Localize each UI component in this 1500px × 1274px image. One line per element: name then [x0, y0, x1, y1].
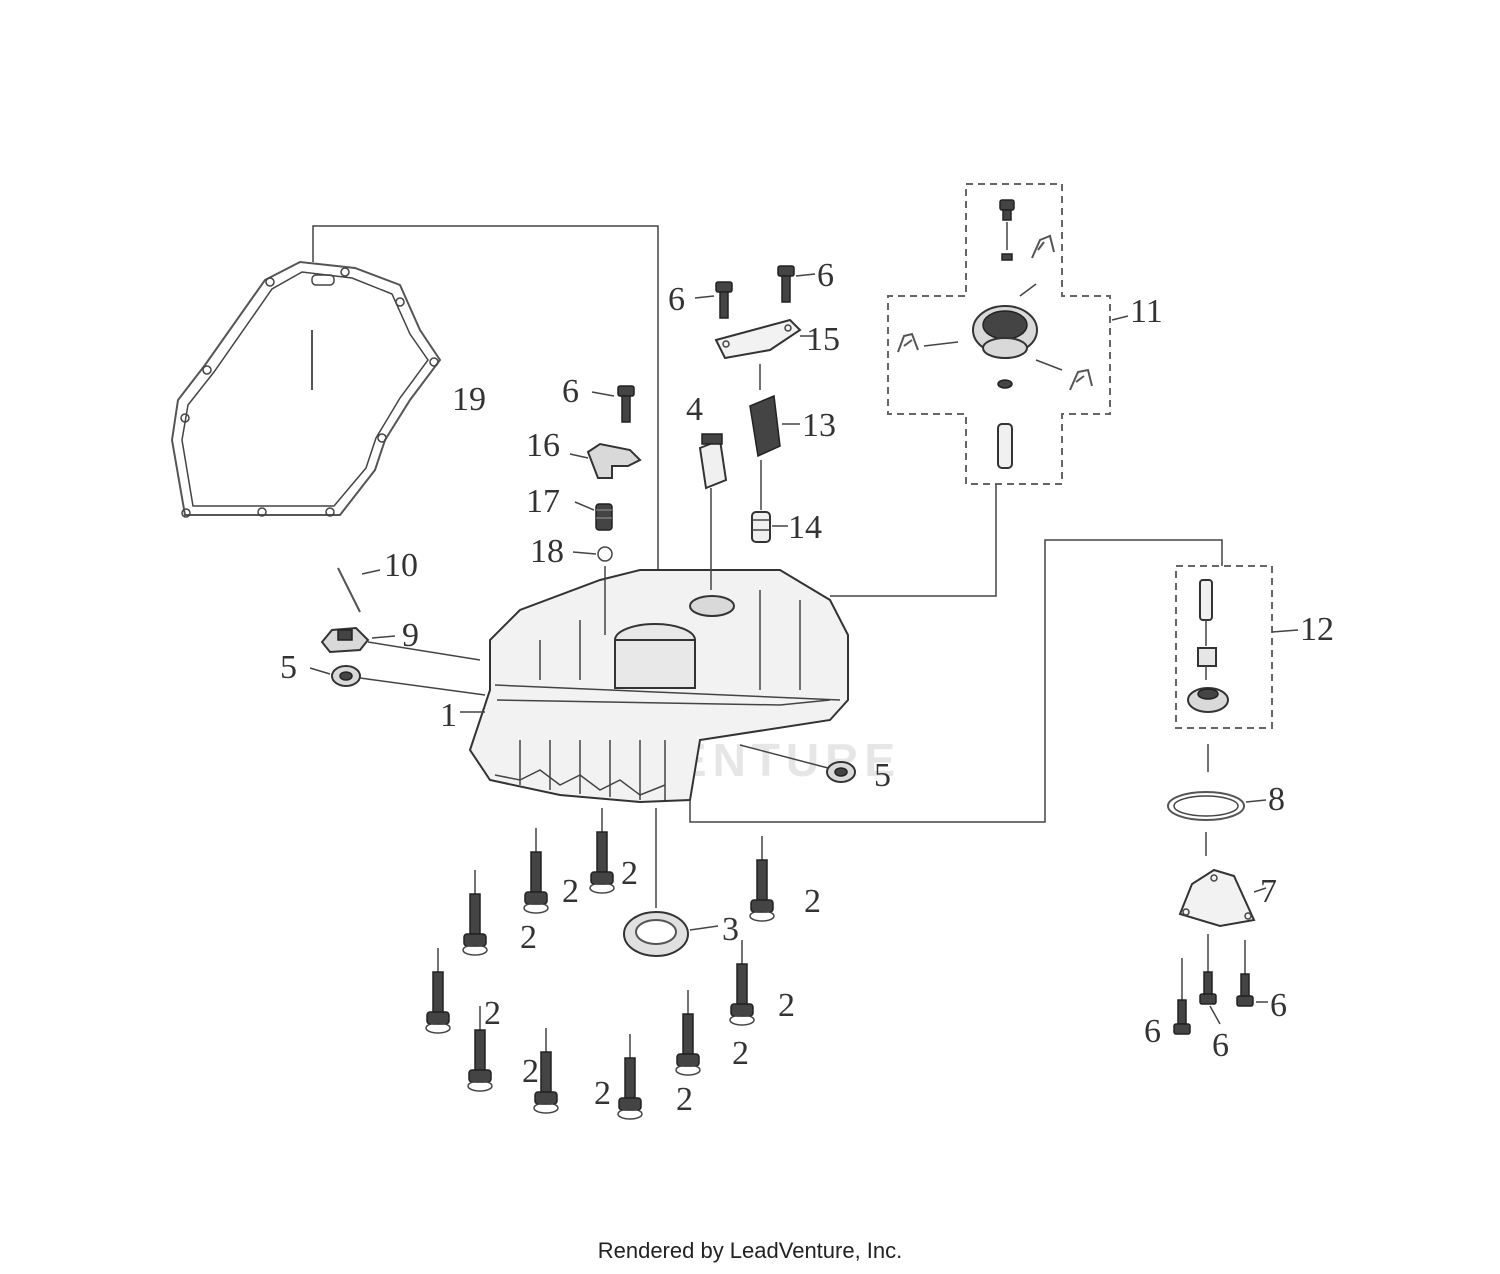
callout-1: 1 [440, 697, 457, 734]
callout-2-g: 2 [732, 1035, 749, 1072]
callout-9: 9 [402, 617, 419, 654]
bolt-2[interactable] [617, 1034, 643, 1120]
seal-5-left[interactable] [331, 665, 361, 687]
bolt-2[interactable] [523, 828, 549, 914]
bolt-6-cover-b[interactable] [1199, 934, 1217, 1005]
bolt-2[interactable] [533, 1028, 559, 1114]
bolt-6-top-right[interactable] [777, 265, 795, 303]
callout-3: 3 [722, 911, 739, 948]
callout-12: 12 [1300, 611, 1334, 648]
callout-6-f: 6 [1270, 987, 1287, 1024]
part-4[interactable] [698, 433, 728, 490]
bolt-group-2[interactable] [425, 808, 775, 1120]
bolt-6-cover-c[interactable] [1236, 940, 1254, 1007]
callout-2-a: 2 [621, 855, 638, 892]
callout-18: 18 [530, 533, 564, 570]
reed-13[interactable] [749, 394, 781, 458]
cover-7[interactable] [1178, 868, 1256, 928]
footer-credit: Rendered by LeadVenture, Inc. [597, 1238, 903, 1263]
callout-2-d: 2 [520, 919, 537, 956]
callout-5-right: 5 [874, 757, 891, 794]
callout-11: 11 [1130, 293, 1163, 330]
crankcase-1[interactable] [468, 569, 849, 804]
callout-17: 17 [526, 483, 560, 520]
bolt-2[interactable] [749, 836, 775, 922]
oil-seal-3[interactable] [623, 911, 689, 957]
callout-15: 15 [806, 321, 840, 358]
breather-16[interactable] [586, 442, 642, 479]
callout-8: 8 [1268, 781, 1285, 818]
pump-assembly-12[interactable] [1175, 565, 1273, 729]
valve-14[interactable] [751, 511, 771, 543]
gasket-19[interactable] [170, 260, 442, 518]
callout-2-j: 2 [676, 1081, 693, 1118]
callout-13: 13 [802, 407, 836, 444]
bolt-2[interactable] [675, 990, 701, 1076]
callout-7: 7 [1260, 873, 1277, 910]
callout-16: 16 [526, 427, 560, 464]
callout-6-c: 6 [562, 373, 579, 410]
governor-assembly-11[interactable] [887, 183, 1111, 485]
callout-6-e: 6 [1212, 1027, 1229, 1064]
callout-5-left: 5 [280, 649, 297, 686]
spring-17[interactable] [595, 503, 613, 531]
callout-10: 10 [384, 547, 418, 584]
bolt-2[interactable] [425, 948, 451, 1034]
callouts: 1 2 2 2 2 2 2 2 2 2 2 3 4 5 5 6 6 6 6 6 … [280, 257, 1334, 1118]
bolt-2[interactable] [589, 808, 615, 894]
plate-15[interactable] [714, 318, 802, 360]
bolt-6-top-left[interactable] [715, 281, 733, 319]
callout-19: 19 [452, 381, 486, 418]
dipstick-10[interactable] [337, 567, 361, 613]
callout-2-f: 2 [484, 995, 501, 1032]
callout-2-b: 2 [562, 873, 579, 910]
callout-2-i: 2 [594, 1075, 611, 1112]
callout-2-e: 2 [778, 987, 795, 1024]
callout-2-h: 2 [522, 1053, 539, 1090]
callout-6-d: 6 [1144, 1013, 1161, 1050]
bolt-2[interactable] [467, 1006, 493, 1092]
o-ring-8[interactable] [1167, 791, 1245, 821]
ball-18[interactable] [597, 546, 613, 562]
callout-4: 4 [686, 391, 703, 428]
callout-6-b: 6 [817, 257, 834, 294]
bolt-6-cover-a[interactable] [1173, 958, 1191, 1035]
bolt-2[interactable] [729, 940, 755, 1026]
callout-6-a: 6 [668, 281, 685, 318]
bolt-6-breather[interactable] [617, 385, 635, 423]
callout-2-c: 2 [804, 883, 821, 920]
callout-14: 14 [788, 509, 822, 546]
bolt-2[interactable] [462, 870, 488, 956]
seal-5-right[interactable] [826, 761, 856, 783]
cap-9[interactable] [320, 626, 370, 654]
